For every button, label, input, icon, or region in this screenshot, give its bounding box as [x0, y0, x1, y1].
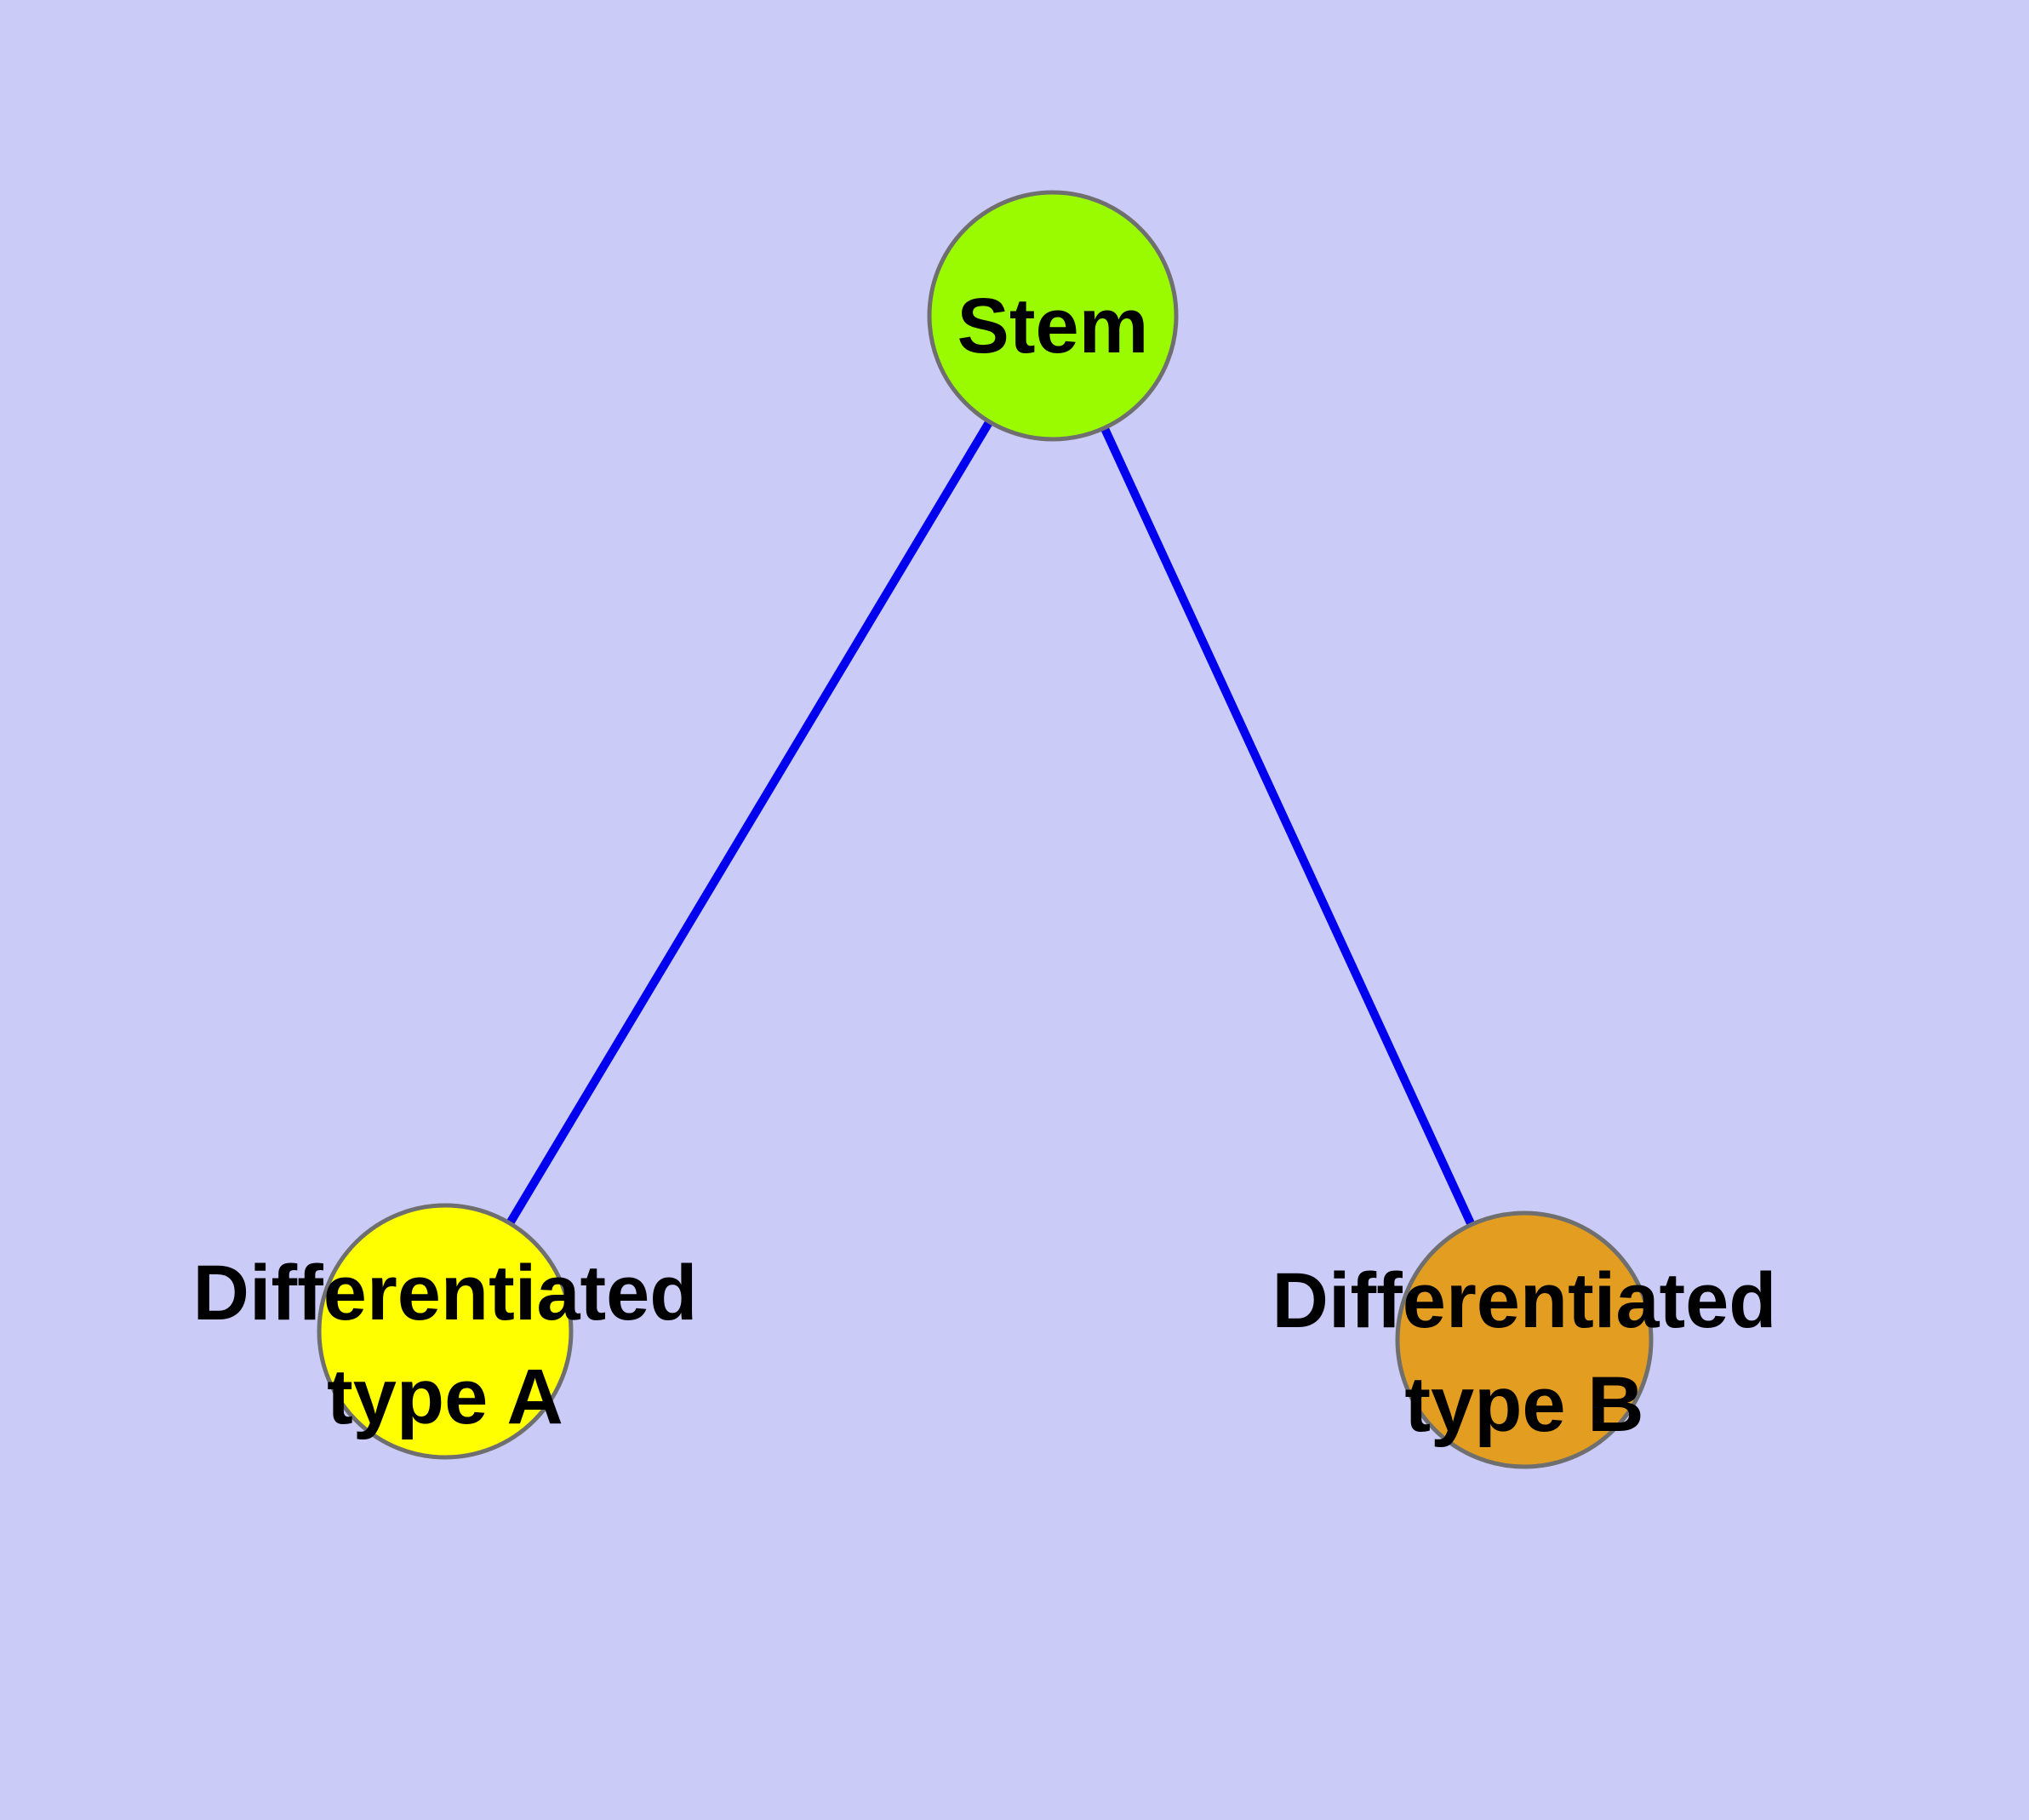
type-b-node-label-line2: type B: [1404, 1361, 1643, 1448]
type-b-node-circle: [1395, 1210, 1654, 1469]
node-differentiated-type-b: Differentiated type B: [1272, 1210, 1777, 1469]
stem-node-circle: [927, 190, 1179, 442]
type-a-node-label-line1: Differentiated: [193, 1250, 698, 1336]
node-stem: Stem: [927, 190, 1179, 442]
edge-stem-to-type-b: [1049, 313, 1529, 1342]
node-differentiated-type-a: Differentiated type A: [193, 1203, 698, 1460]
type-a-node-circle: [317, 1203, 574, 1460]
type-a-node-label-line2: type A: [327, 1354, 563, 1440]
stem-node-label: Stem: [957, 283, 1149, 369]
type-b-node-label-line1: Differentiated: [1272, 1257, 1777, 1344]
edge-stem-to-type-a: [441, 313, 1057, 1334]
